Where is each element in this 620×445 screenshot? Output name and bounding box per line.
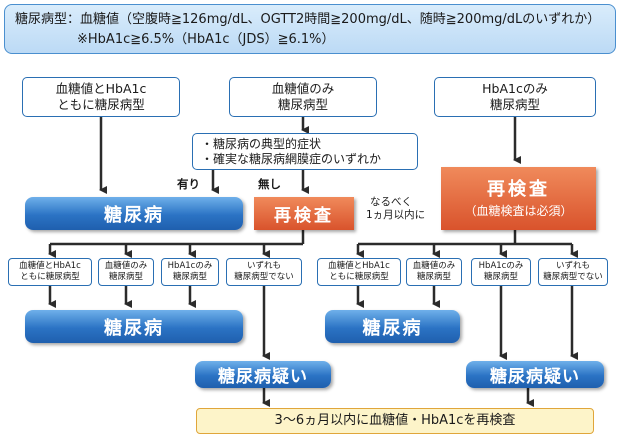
right-hba1c-line-2: 糖尿病型 — [483, 272, 518, 282]
within-month-line-2: 1ヵ月以内に — [366, 209, 426, 221]
right-glucose-line-2: 糖尿病型 — [416, 272, 451, 282]
diabetes-box-right: 糖尿病 — [325, 310, 460, 343]
label-within-month: なるべく 1ヵ月以内に — [366, 196, 425, 222]
top-hba1c-only-box: HbA1cのみ 糖尿病型 — [434, 77, 596, 117]
label-no: 無し — [258, 177, 281, 191]
top-both-line-1: 血糖値とHbA1c — [55, 81, 147, 96]
definition-line-2: ※HbA1c≧6.5%（HbA1c（JDS）≧6.1%） — [77, 32, 335, 47]
left-hba1c-line-2: 糖尿病型 — [172, 272, 207, 282]
right-hba1c-line-1: HbA1cのみ — [478, 261, 524, 271]
left-both-line-1: 血糖値とHbA1c — [19, 261, 81, 271]
symptoms-box: ・糖尿病の典型的症状 ・確実な糖尿病網膜症のいずれか — [192, 133, 418, 170]
final-retest-note: 3〜6ヵ月以内に血糖値・HbA1cを再検査 — [196, 408, 594, 434]
retest-large-subtitle: （血糖検査は必須） — [464, 203, 573, 218]
label-yes: 有り — [177, 177, 200, 191]
within-month-line-1: なるべく — [370, 196, 412, 208]
left-hba1c-line-1: HbA1cのみ — [167, 261, 213, 271]
left-result-neither: いずれも 糖尿病型でない — [226, 258, 302, 286]
left-neither-line-2: 糖尿病型でない — [234, 272, 294, 282]
symptoms-line-1: ・糖尿病の典型的症状 — [201, 136, 322, 151]
retest-box-small: 再検査 — [254, 197, 354, 230]
left-glucose-line-1: 血糖値のみ — [104, 261, 148, 271]
left-result-hba1c: HbA1cのみ 糖尿病型 — [161, 258, 219, 286]
definition-line-1: 糖尿病型：血糖値（空腹時≧126mg/dL、OGTT2時間≧200mg/dL、随… — [15, 12, 601, 27]
top-both-line-2: ともに糖尿病型 — [57, 97, 145, 112]
top-hba1c-line-2: 糖尿病型 — [489, 97, 540, 112]
right-neither-line-2: 糖尿病型でない — [543, 272, 603, 282]
left-neither-line-1: いずれも — [246, 261, 281, 271]
retest-box-large: 再検査 （血糖検査は必須） — [441, 167, 596, 230]
right-neither-line-1: いずれも — [555, 261, 590, 271]
suspected-diabetes-right: 糖尿病疑い — [466, 361, 604, 388]
right-both-line-1: 血糖値とHbA1c — [328, 261, 390, 271]
top-glucose-line-1: 血糖値のみ — [271, 81, 335, 96]
top-both-diabetic-box: 血糖値とHbA1c ともに糖尿病型 — [22, 77, 180, 117]
diabetes-box-top: 糖尿病 — [25, 197, 243, 230]
top-glucose-line-2: 糖尿病型 — [277, 97, 328, 112]
retest-small-label: 再検査 — [274, 206, 334, 226]
right-result-neither: いずれも 糖尿病型でない — [538, 258, 608, 286]
definition-header: 糖尿病型：血糖値（空腹時≧126mg/dL、OGTT2時間≧200mg/dL、随… — [4, 4, 616, 54]
left-glucose-line-2: 糖尿病型 — [108, 272, 143, 282]
right-result-both: 血糖値とHbA1c ともに糖尿病型 — [317, 258, 401, 286]
suspected-diabetes-left: 糖尿病疑い — [195, 361, 331, 388]
top-glucose-only-box: 血糖値のみ 糖尿病型 — [229, 77, 377, 117]
symptoms-line-2: ・確実な糖尿病網膜症のいずれか — [201, 151, 382, 166]
right-result-glucose: 血糖値のみ 糖尿病型 — [406, 258, 462, 286]
right-result-hba1c: HbA1cのみ 糖尿病型 — [471, 258, 531, 286]
right-glucose-line-1: 血糖値のみ — [412, 261, 456, 271]
top-hba1c-line-1: HbA1cのみ — [482, 81, 548, 96]
left-both-line-2: ともに糖尿病型 — [20, 272, 80, 282]
left-result-glucose: 血糖値のみ 糖尿病型 — [98, 258, 154, 286]
retest-large-title: 再検査 — [487, 178, 550, 200]
right-both-line-2: ともに糖尿病型 — [329, 272, 389, 282]
left-result-both: 血糖値とHbA1c ともに糖尿病型 — [8, 258, 92, 286]
diabetes-box-left: 糖尿病 — [25, 310, 243, 343]
